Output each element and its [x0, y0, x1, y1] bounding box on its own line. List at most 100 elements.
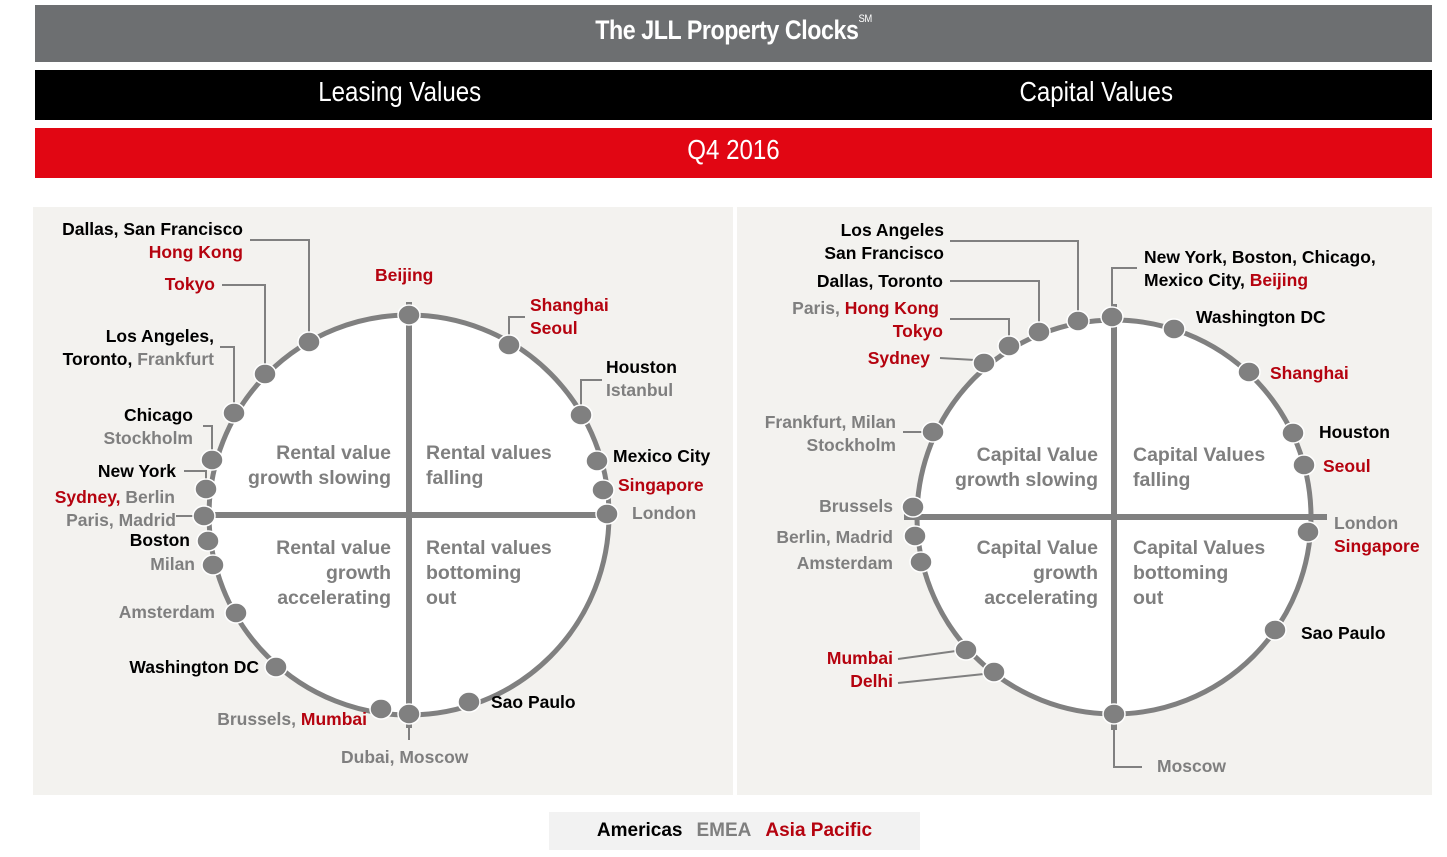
quadrant-line: falling — [1133, 469, 1191, 491]
capital-quadrant-growth-slowing: Capital Value growth slowing — [955, 443, 1098, 493]
label-boston: Boston — [129, 530, 190, 550]
city-asia-pacific: Singapore — [1334, 536, 1420, 556]
leasing-quadrant-growth-slowing: Rental value growth slowing — [248, 441, 391, 491]
label-milan: Milan — [150, 554, 195, 574]
label-sao-paulo: Sao Paulo — [491, 692, 576, 712]
quadrant-line: Capital Values — [1133, 444, 1266, 466]
city-americas: Toronto, — [62, 349, 133, 369]
leasing-clock-dots — [192, 304, 619, 725]
city-emea: Stockholm — [806, 435, 896, 455]
quadrant-line: falling — [426, 467, 484, 489]
label-amsterdam: Amsterdam — [118, 602, 215, 622]
label-moscow: Moscow — [1157, 756, 1227, 776]
city-emea: Frankfurt — [137, 349, 214, 369]
label-seoul: Seoul — [1323, 456, 1371, 476]
label-sydney: Sydney — [867, 348, 930, 368]
label-la-sf: Los Angeles San Francisco — [824, 219, 944, 265]
label-paris-madrid: Paris, Madrid — [66, 510, 176, 530]
label-sydney-berlin: Sydney, Berlin — [55, 486, 175, 509]
city-emea: London — [1334, 513, 1399, 533]
quadrant-line: out — [426, 587, 457, 609]
city-americas: Chicago — [123, 405, 193, 425]
section-bar: Leasing Values Capital Values — [35, 70, 1432, 120]
leasing-quadrant-growth-accelerating: Rental value growth accelerating — [276, 536, 391, 611]
leasing-quadrant-bottoming-out: Rental values bottoming out — [426, 536, 552, 611]
period-bar: Q4 2016 — [35, 128, 1432, 178]
title-text: The JLL Property Clocks — [595, 15, 859, 45]
label-chicago-stockholm: Chicago Stockholm — [104, 404, 193, 450]
city-emea: Amsterdam — [796, 553, 893, 573]
quadrant-line: Rental value — [276, 537, 391, 559]
capital-quadrant-falling: Capital Values falling — [1133, 443, 1265, 493]
city-emea: Istanbul — [606, 380, 674, 400]
label-paris-hongkong-tokyo: Paris, Hong Kong Tokyo — [792, 297, 943, 343]
city-americas: New York, Boston, Chicago, — [1144, 247, 1376, 267]
capital-quadrant-growth-accelerating: Capital Value growth accelerating — [977, 536, 1098, 611]
leasing-leader-lines — [176, 239, 602, 740]
label-dubai-moscow: Dubai, Moscow — [341, 747, 469, 767]
quadrant-line: out — [1133, 587, 1164, 609]
label-berlin-madrid-amsterdam: Berlin, Madrid Amsterdam — [776, 526, 893, 575]
city-asia-pacific: Sydney, — [54, 487, 121, 507]
capital-leader-lines — [897, 240, 1142, 768]
label-london: London — [632, 503, 697, 523]
label-london-singapore: London Singapore — [1334, 512, 1420, 558]
legend-americas: Americas — [596, 820, 683, 841]
label-washington-dc: Washington DC — [1196, 307, 1326, 327]
label-dallas-sf-hongkong: Dallas, San Francisco Hong Kong — [62, 218, 243, 264]
title-bar: The JLL Property ClocksSM — [35, 5, 1432, 62]
label-new-york: New York — [97, 461, 176, 481]
city-emea: Paris, — [792, 298, 840, 318]
label-mexico-city: Mexico City — [613, 446, 711, 466]
quadrant-line: accelerating — [984, 587, 1098, 609]
label-la-toronto-frankfurt: Los Angeles, Toronto, Frankfurt — [63, 325, 214, 371]
city-asia-pacific: Shanghai — [530, 295, 609, 315]
label-shanghai-seoul: Shanghai Seoul — [530, 294, 609, 340]
label-washington-dc: Washington DC — [129, 657, 259, 677]
quadrant-line: Rental value — [276, 442, 391, 464]
city-asia-pacific: Mumbai — [300, 709, 367, 729]
capital-values-heading: Capital Values — [1019, 76, 1173, 107]
city-asia-pacific: Hong Kong — [844, 298, 939, 318]
label-brussels-mumbai: Brussels, Mumbai — [217, 708, 367, 731]
quadrant-line: Capital Values — [1133, 537, 1266, 559]
city-americas: Los Angeles — [840, 220, 944, 240]
city-americas: Los Angeles, — [105, 326, 214, 346]
quadrant-line: bottoming — [426, 562, 522, 584]
service-mark: SM — [858, 13, 872, 25]
label-ny-group: New York, Boston, Chicago, Mexico City, … — [1144, 246, 1376, 292]
leasing-quadrant-falling: Rental values falling — [426, 441, 552, 491]
city-americas: Houston — [606, 357, 677, 377]
city-emea: Frankfurt, Milan — [764, 412, 896, 432]
city-emea: Brussels, — [217, 709, 296, 729]
quadrant-line: Capital Value — [976, 444, 1098, 466]
quadrant-line: growth — [326, 562, 391, 584]
city-asia-pacific: Delhi — [850, 671, 893, 691]
city-asia-pacific: Tokyo — [892, 321, 943, 341]
city-emea: Berlin, Madrid — [776, 527, 893, 547]
label-shanghai: Shanghai — [1270, 363, 1349, 383]
city-asia-pacific: Mumbai — [826, 648, 893, 668]
city-emea: Stockholm — [103, 428, 193, 448]
quadrant-line: growth slowing — [248, 467, 391, 489]
city-americas: San Francisco — [824, 243, 944, 263]
city-emea: Berlin — [125, 487, 175, 507]
label-brussels: Brussels — [819, 496, 893, 516]
period-label: Q4 2016 — [687, 134, 780, 165]
quadrant-line: growth slowing — [955, 469, 1098, 491]
label-tokyo: Tokyo — [164, 274, 215, 294]
quadrant-line: accelerating — [277, 587, 391, 609]
city-americas: Dallas, San Francisco — [62, 219, 243, 239]
legend-asia-pacific: Asia Pacific — [765, 820, 873, 841]
quadrant-line: bottoming — [1133, 562, 1229, 584]
label-mumbai-delhi: Mumbai Delhi — [827, 647, 893, 693]
leasing-values-heading: Leasing Values — [318, 76, 482, 107]
quadrant-line: Rental values — [426, 537, 552, 559]
quadrant-line: growth — [1033, 562, 1098, 584]
city-americas: Mexico City, — [1144, 270, 1245, 290]
label-singapore: Singapore — [618, 475, 704, 495]
legend-emea: EMEA — [696, 820, 752, 841]
label-houston-istanbul: Houston Istanbul — [606, 356, 677, 402]
label-dallas-toronto: Dallas, Toronto — [816, 271, 943, 291]
